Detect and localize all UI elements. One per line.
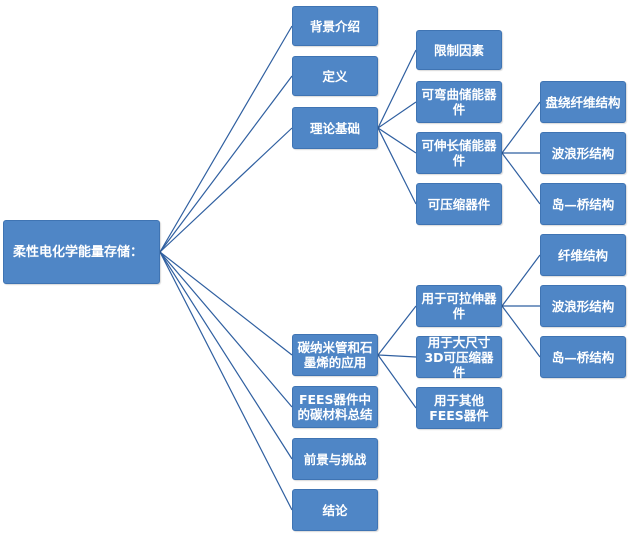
root-node[interactable]: 柔性电化学能量存储： — [3, 220, 160, 284]
node-fiber-structure[interactable]: 纤维结构 — [540, 234, 626, 276]
connector-cnt-n-oth — [377, 354, 417, 409]
connector-theory-n-lim — [377, 49, 417, 129]
connector-theory-n-bend — [377, 101, 417, 129]
node-island-bridge-2[interactable]: 岛—桥结构 — [540, 336, 626, 378]
connector-stretchable-n-s3 — [501, 152, 541, 205]
node-theory[interactable]: 理论基础 — [292, 107, 378, 149]
connector-root-n-pros — [159, 251, 293, 460]
connector-root-n-theo — [159, 127, 293, 253]
connector-theory-n-cmp — [377, 127, 417, 205]
node-wave-structure-2[interactable]: 波浪形结构 — [540, 285, 626, 327]
connector-cnt-n-st — [377, 305, 417, 356]
node-island-bridge[interactable]: 岛—桥结构 — [540, 183, 626, 225]
node-limits[interactable]: 限制因素 — [416, 30, 502, 70]
node-fees-summary[interactable]: FEES器件中的碳材料总结 — [292, 386, 378, 428]
node-for-other-fees[interactable]: 用于其他FEES器件 — [416, 387, 502, 429]
node-conclusion[interactable]: 结论 — [292, 489, 378, 531]
connector-root-n-bg — [159, 25, 293, 253]
node-for-stretchable[interactable]: 用于可拉伸器件 — [416, 285, 502, 327]
node-wave-structure[interactable]: 波浪形结构 — [540, 132, 626, 174]
node-stretchable[interactable]: 可伸长储能器件 — [416, 132, 502, 174]
connector-root-n-fees — [159, 251, 293, 408]
connector-stretch-n-t3 — [501, 305, 541, 358]
node-compressible[interactable]: 可压缩器件 — [416, 183, 502, 225]
connector-stretch-n-t1 — [501, 254, 541, 307]
connector-stretchable-n-s1 — [501, 101, 541, 154]
node-coil-fiber[interactable]: 盘绕纤维结构 — [540, 81, 626, 123]
connector-root-n-conc — [159, 251, 293, 511]
connector-cnt-n-3d — [377, 354, 417, 358]
node-bendable[interactable]: 可弯曲储能器件 — [416, 81, 502, 123]
connector-root-n-def — [159, 75, 293, 253]
node-cnt-graphene[interactable]: 碳纳米管和石墨烯的应用 — [292, 334, 378, 376]
connector-root-n-cnt — [159, 251, 293, 356]
node-definition[interactable]: 定义 — [292, 56, 378, 96]
node-prospects[interactable]: 前景与挑战 — [292, 438, 378, 480]
connector-theory-n-str — [377, 127, 417, 154]
node-background[interactable]: 背景介绍 — [292, 6, 378, 46]
node-for-3d-compressible[interactable]: 用于大尺寸3D可压缩器件 — [416, 335, 502, 380]
